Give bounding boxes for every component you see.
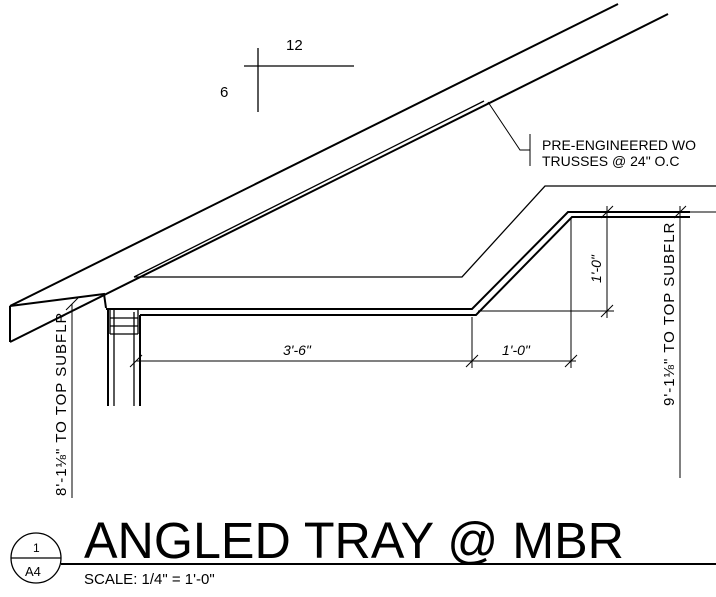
drawing-title: ANGLED TRAY @ MBR	[84, 512, 624, 569]
drawing-scale: SCALE: 1/4" = 1'-0"	[84, 571, 215, 588]
note-leader	[487, 101, 531, 166]
tray-ceiling	[106, 211, 690, 316]
left-height-label: 8'-1⅛" TO TOP SUBFLR	[53, 312, 70, 496]
horizontal-dimensions	[129, 219, 578, 368]
truss-outline	[133, 100, 716, 278]
dim-rise-label: 1'-0"	[588, 254, 604, 283]
roof-rafter	[9, 3, 669, 343]
slope-rise-label: 6	[220, 84, 228, 101]
truss-note-line1: PRE-ENGINEERED WO	[542, 137, 696, 153]
right-height-dimension	[673, 205, 716, 478]
dim-slope-label: 1'-0"	[502, 342, 531, 358]
left-height-dimension	[65, 297, 79, 498]
vertical-rise-dimension	[478, 205, 614, 318]
dim-flat-label: 3'-6"	[283, 342, 312, 358]
right-height-label: 9'-1⅛" TO TOP SUBFLR	[661, 222, 678, 406]
bubble-sheet: A4	[25, 564, 41, 579]
slope-run-label: 12	[286, 37, 303, 54]
slope-indicator: 12 6	[220, 37, 354, 112]
truss-note-line2: TRUSSES @ 24" O.C	[542, 153, 679, 169]
detail-bubble	[10, 532, 62, 584]
left-wall	[9, 292, 141, 406]
bubble-number: 1	[33, 541, 40, 555]
